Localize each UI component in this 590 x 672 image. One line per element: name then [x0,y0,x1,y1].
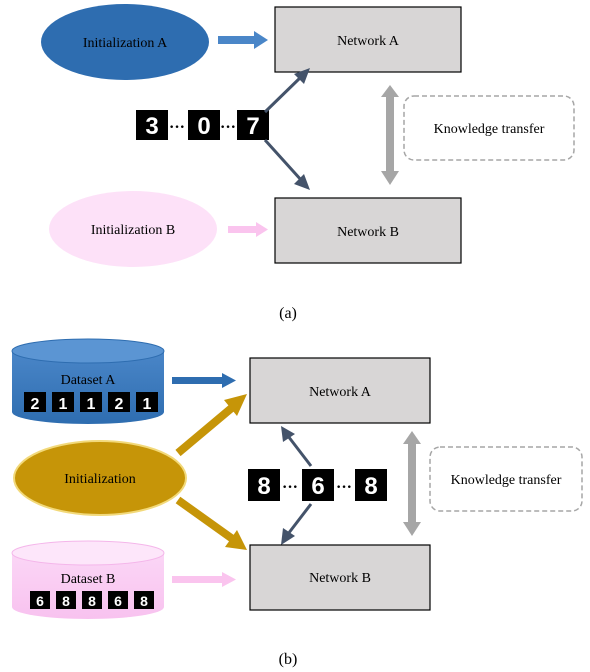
digit-glyph: 2 [31,396,40,413]
svg-text:···: ··· [282,479,298,496]
init-label: Initialization [64,472,136,487]
panel-b: Dataset A 2 1 1 2 1 Network A [11,338,583,668]
digit-image [237,110,269,140]
network-b-box: Network B [274,197,462,264]
data-arrows-a [263,68,310,190]
digit-glyph: 1 [143,396,152,413]
digit-glyph: 3 [145,113,158,140]
digit-image [248,469,280,501]
digit-glyph: 8 [88,593,96,609]
network-b-box-b: Network B [249,544,431,611]
digit-glyph: 6 [114,593,122,609]
init-node: Initialization [13,440,187,516]
dataset-a-arrow [172,373,236,388]
init-a-ellipse [41,4,209,80]
network-a-box: Network A [274,6,462,73]
panel-a: Initialization A Network A Knowledge tra… [41,4,575,322]
network-a-label: Network A [337,34,400,49]
digit-glyph: 6 [311,473,324,500]
network-b-label: Network B [337,225,399,240]
digit-samples-a: 3 ··· 0 ··· 7 [136,110,269,140]
svg-text:···: ··· [169,119,185,136]
knowledge-transfer-box-a: Knowledge transfer [403,95,575,161]
init-a-node: Initialization A [41,4,209,80]
knowledge-transfer-label-a: Knowledge transfer [434,122,545,137]
init-b-ellipse [49,191,217,267]
knowledge-transfer-arrow-b [403,431,421,536]
digit-image [188,110,220,140]
caption-b: (b) [279,651,298,668]
digit-glyph: 2 [115,396,124,413]
init-ellipse [13,440,187,516]
digit-glyph: 6 [36,593,44,609]
digit-glyph: 8 [257,473,270,500]
init-b-label: Initialization B [91,223,175,238]
init-arrows [175,394,247,550]
digit-glyph: 8 [62,593,70,609]
digit-image [302,469,334,501]
dataset-b-digits: 6 8 8 6 8 [30,591,154,609]
digit-image [355,469,387,501]
init-a-arrow [218,31,268,49]
dataset-a-cylinder: Dataset A 2 1 1 2 1 [11,338,165,424]
init-b-arrow [228,222,268,237]
init-a-label: Initialization A [83,36,168,51]
dataset-b-label: Dataset B [61,572,116,587]
digit-glyph: 7 [246,113,259,140]
dataset-b-cylinder: Dataset B 6 8 8 6 8 [11,540,165,619]
dataset-b-arrow [172,572,236,587]
digit-glyph: 0 [197,113,210,140]
knowledge-transfer-box-b: Knowledge transfer [429,446,583,512]
dataset-a-digits: 2 1 1 2 1 [24,392,158,413]
knowledge-transfer-arrow-a [381,85,399,185]
dataset-a-label: Dataset A [61,373,117,388]
knowledge-transfer-label-b: Knowledge transfer [451,473,562,488]
network-a-label-b: Network A [309,385,372,400]
network-b-label-b: Network B [309,571,371,586]
svg-text:···: ··· [220,119,236,136]
digit-glyph: 1 [59,396,68,413]
digit-glyph: 8 [364,473,377,500]
init-b-node: Initialization B [49,191,217,267]
svg-text:···: ··· [336,479,352,496]
digit-glyph: 1 [87,396,96,413]
network-a-box-b: Network A [249,357,431,424]
data-arrows-b [281,426,313,545]
digit-glyph: 8 [140,593,148,609]
caption-a: (a) [279,305,297,322]
digit-samples-b: 8 ··· 6 ··· 8 [248,469,387,501]
digit-image [136,110,168,140]
